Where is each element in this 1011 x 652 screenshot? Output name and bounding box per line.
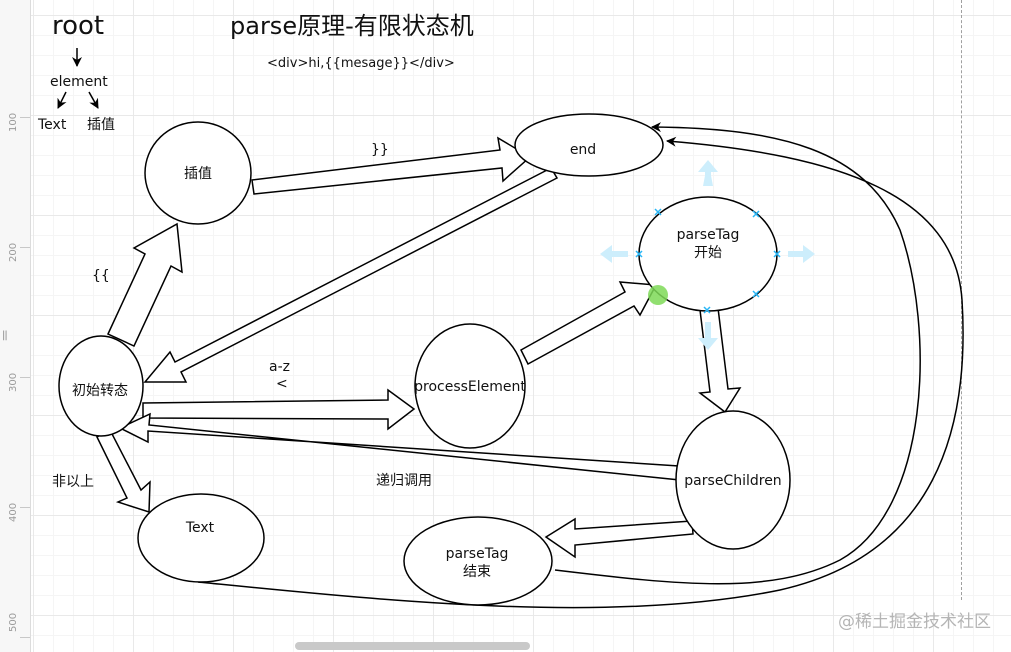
- arrow-init-to-interp[interactable]: [107, 222, 183, 347]
- node-text[interactable]: [137, 493, 265, 583]
- edge-label-lt: <: [276, 376, 288, 392]
- arrow-init-to-text[interactable]: [96, 428, 151, 514]
- node-text-label: Text: [185, 520, 215, 536]
- legend-arrow: [57, 91, 67, 109]
- curve-parseTagEnd-to-end[interactable]: [554, 122, 921, 585]
- connection-point-icon[interactable]: [752, 290, 760, 298]
- connection-point-icon[interactable]: [752, 210, 760, 218]
- arrow-parseChildren-to-parseTagEnd[interactable]: [544, 517, 694, 559]
- connection-point-icon[interactable]: [635, 250, 643, 258]
- legend-element: element: [50, 74, 108, 90]
- edge-label-recursive: 递归调用: [376, 472, 432, 489]
- node-end-label: end: [570, 142, 596, 158]
- arrow-end-to-init[interactable]: [143, 167, 559, 383]
- node-init[interactable]: [58, 335, 144, 437]
- arrow-parseChildren-to-init[interactable]: [118, 412, 681, 481]
- ruler-tick: [20, 117, 30, 118]
- resize-arrow-down-shaft: [705, 322, 711, 340]
- anchor-point-icon[interactable]: [648, 285, 668, 305]
- horizontal-scrollbar[interactable]: [295, 642, 530, 650]
- ruler-tick: [20, 507, 30, 508]
- resize-arrow-up-icon[interactable]: [698, 160, 718, 172]
- diagram-title: parse原理-有限状态机: [230, 12, 474, 40]
- node-init-label: 初始转态: [72, 382, 128, 399]
- legend-arrow: [88, 91, 99, 109]
- node-parseTag-end-label-2: 结束: [463, 564, 491, 580]
- node-interp-label: 插值: [184, 166, 212, 182]
- vertical-ruler: 100 200 300 400 500: [0, 0, 31, 652]
- ruler-tick: [20, 247, 30, 248]
- resize-arrow-right-shaft: [788, 251, 805, 257]
- legend-tree: element Text 插值: [37, 48, 115, 133]
- node-processElement-label: processElement: [414, 379, 526, 395]
- ruler-tick: [20, 377, 30, 378]
- resize-arrow-right-icon[interactable]: [803, 245, 815, 263]
- node-interp[interactable]: [144, 121, 252, 225]
- arrow-processElement-to-parseTagStart[interactable]: [520, 281, 658, 366]
- legend-text: Text: [37, 117, 67, 133]
- edge-label-close-braces: }}: [371, 142, 389, 158]
- node-processElement[interactable]: [414, 323, 526, 449]
- resize-arrow-left-icon[interactable]: [600, 245, 612, 263]
- node-parseChildren-label: parseChildren: [684, 473, 781, 489]
- resize-arrow-down-icon[interactable]: [698, 338, 718, 350]
- arrow-init-to-processElement[interactable]: [142, 388, 416, 431]
- node-parseTag-end-label-1: parseTag: [446, 546, 509, 562]
- resize-arrow-left-shaft: [610, 251, 628, 257]
- template-example: <div>hi,{{mesage}}</div>: [267, 56, 455, 71]
- edge-label-az: a-z: [269, 359, 290, 375]
- arrow-interp-to-end[interactable]: [251, 136, 532, 195]
- connection-point-icon[interactable]: [773, 250, 781, 258]
- node-parseTag-start-label-1: parseTag: [677, 227, 740, 243]
- watermark: @稀土掘金技术社区: [838, 612, 991, 632]
- panel-resize-handle[interactable]: ||: [2, 330, 8, 341]
- edge-label-other: 非以上: [52, 474, 94, 490]
- connection-point-icon[interactable]: [654, 208, 662, 216]
- resize-arrow-up-shaft: [705, 170, 711, 186]
- state-nodes: [58, 113, 791, 606]
- connection-points: [635, 208, 781, 314]
- node-end[interactable]: [514, 113, 664, 177]
- node-parseTag-start-label-2: 开始: [694, 245, 722, 261]
- connection-point-icon[interactable]: [703, 306, 711, 314]
- node-parseChildren[interactable]: [675, 410, 791, 550]
- node-parseTag-end[interactable]: [403, 516, 553, 606]
- transition-arrows: [96, 136, 742, 559]
- edge-label-open-braces: {{: [92, 268, 110, 284]
- root-label: root: [52, 11, 104, 41]
- ruler-tick: [20, 637, 30, 638]
- selection-handles: [600, 160, 815, 350]
- legend-interp: 插值: [87, 117, 115, 133]
